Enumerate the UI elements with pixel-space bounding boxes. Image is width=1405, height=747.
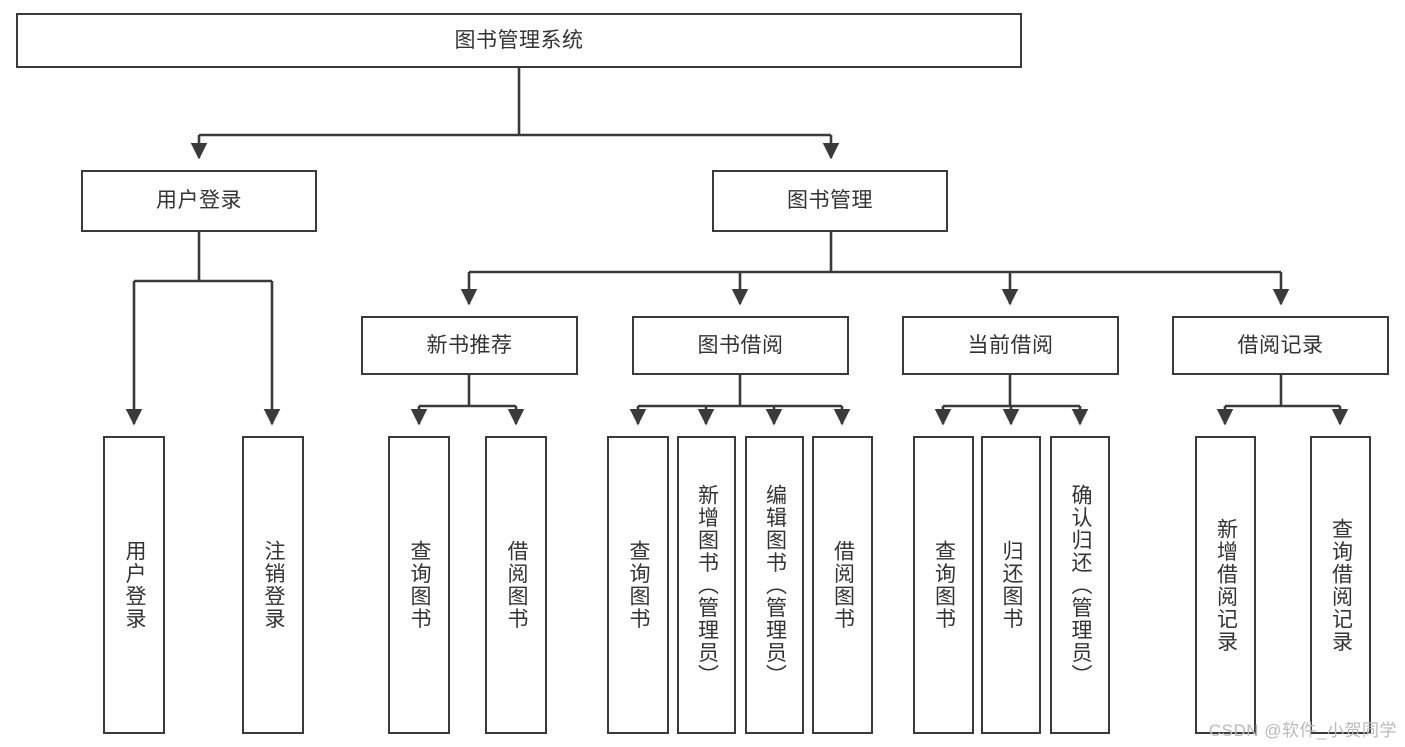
node-leaf-return-book[interactable]: 归还图书 xyxy=(981,436,1041,734)
node-new-book-recommend[interactable]: 新书推荐 xyxy=(361,316,578,375)
node-leaf-user-login-label: 用户登录 xyxy=(123,540,147,630)
node-leaf-query-book-1[interactable]: 查询图书 xyxy=(388,436,450,734)
node-leaf-query-record[interactable]: 查询借阅记录 xyxy=(1310,436,1371,734)
node-leaf-return-book-label: 归还图书 xyxy=(1000,540,1024,630)
node-leaf-query-book-3-label: 查询图书 xyxy=(932,540,956,630)
node-user-login[interactable]: 用户登录 xyxy=(81,170,317,232)
node-leaf-edit-book[interactable]: 编辑图书（管理员） xyxy=(745,436,804,734)
node-book-borrow-label: 图书借阅 xyxy=(697,333,784,357)
node-root[interactable]: 图书管理系统 xyxy=(16,13,1022,68)
node-book-manage-label: 图书管理 xyxy=(787,189,873,213)
node-root-label: 图书管理系统 xyxy=(454,28,584,52)
node-leaf-query-book-2[interactable]: 查询图书 xyxy=(607,436,669,734)
node-leaf-query-book-3[interactable]: 查询图书 xyxy=(913,436,974,734)
node-leaf-confirm-return[interactable]: 确认归还（管理员） xyxy=(1050,436,1110,734)
node-current-borrow[interactable]: 当前借阅 xyxy=(902,316,1119,375)
node-leaf-borrow-book-1-label: 借阅图书 xyxy=(505,540,529,630)
node-leaf-user-login[interactable]: 用户登录 xyxy=(103,436,165,734)
node-leaf-confirm-return-label: 确认归还（管理员） xyxy=(1069,483,1093,687)
node-leaf-borrow-book-2[interactable]: 借阅图书 xyxy=(812,436,873,734)
node-new-book-recommend-label: 新书推荐 xyxy=(426,333,513,357)
node-leaf-add-book-label: 新增图书（管理员） xyxy=(695,483,719,687)
node-leaf-borrow-book-2-label: 借阅图书 xyxy=(831,540,855,630)
node-leaf-query-record-label: 查询借阅记录 xyxy=(1329,517,1353,653)
node-leaf-logout[interactable]: 注销登录 xyxy=(242,436,304,734)
node-user-login-label: 用户登录 xyxy=(156,189,242,213)
watermark-text: CSDN @软件_小贺同学 xyxy=(1208,721,1397,740)
node-leaf-add-record-label: 新增借阅记录 xyxy=(1214,517,1238,653)
node-leaf-borrow-book-1[interactable]: 借阅图书 xyxy=(485,436,547,734)
node-leaf-edit-book-label: 编辑图书（管理员） xyxy=(763,483,787,687)
node-book-manage[interactable]: 图书管理 xyxy=(712,170,948,232)
node-leaf-add-book[interactable]: 新增图书（管理员） xyxy=(677,436,736,734)
node-borrow-record-label: 借阅记录 xyxy=(1237,333,1324,357)
node-leaf-query-book-1-label: 查询图书 xyxy=(408,540,432,630)
node-borrow-record[interactable]: 借阅记录 xyxy=(1172,316,1389,375)
node-leaf-add-record[interactable]: 新增借阅记录 xyxy=(1195,436,1256,734)
node-leaf-logout-label: 注销登录 xyxy=(262,540,286,630)
node-book-borrow[interactable]: 图书借阅 xyxy=(632,316,849,375)
node-current-borrow-label: 当前借阅 xyxy=(967,333,1054,357)
node-leaf-query-book-2-label: 查询图书 xyxy=(627,540,651,630)
